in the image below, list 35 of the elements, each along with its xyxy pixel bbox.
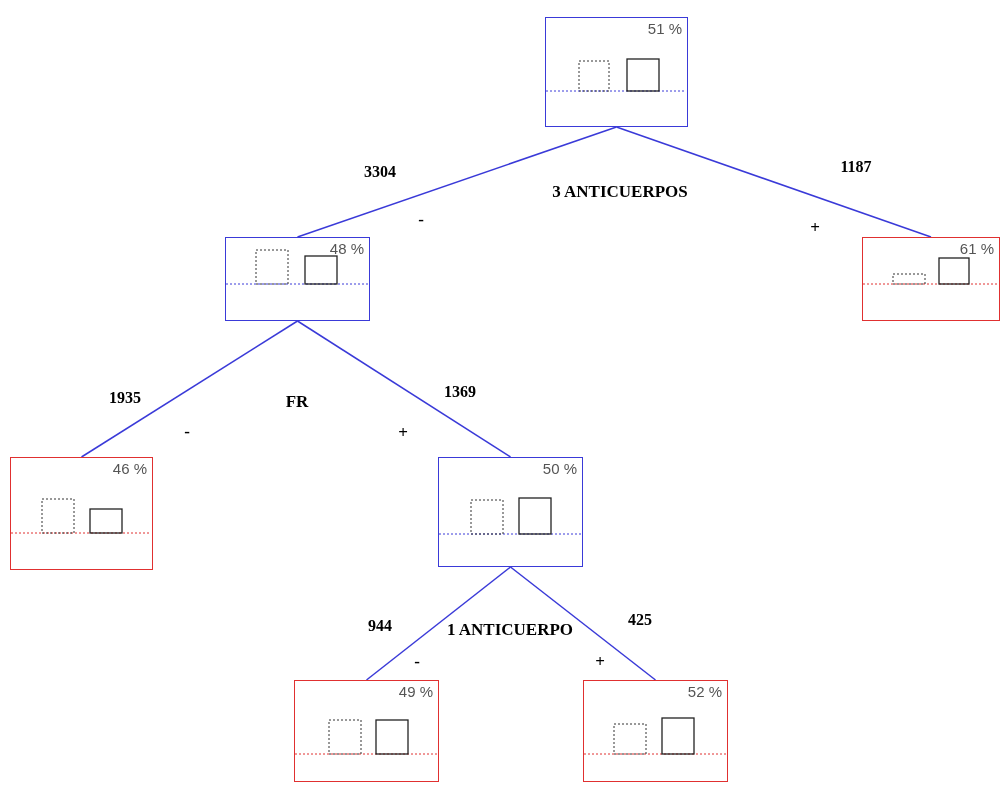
tree-branch-line: [296, 126, 618, 238]
percentage-text: 48 %: [329, 241, 364, 256]
percentage-text: 52 %: [687, 684, 722, 699]
leaf-node-box: [862, 237, 1000, 321]
split-node-box: [225, 237, 370, 321]
split-label: +: [397, 421, 409, 444]
edge-label: 1369: [444, 382, 476, 402]
percentage-text: 50 %: [542, 461, 577, 476]
tree-branch-line: [365, 566, 512, 681]
tree-branch-line: [615, 126, 932, 238]
leaf-node-box: [583, 680, 728, 782]
edge-label: 1935: [109, 388, 141, 408]
percentage-text: 51 %: [647, 21, 682, 36]
split-label: -: [417, 208, 425, 231]
split-label: FR: [284, 390, 310, 413]
edge-label: 3304: [364, 162, 396, 182]
edge-label: 1187: [840, 157, 872, 177]
split-label: -: [413, 650, 421, 673]
split-label: +: [594, 650, 606, 673]
tree-branch-line: [509, 566, 657, 681]
split-label: 1 ANTICUERPO: [445, 618, 575, 641]
leaf-node-box: [294, 680, 439, 782]
leaf-node-box: [10, 457, 153, 570]
split-label: -: [183, 420, 191, 443]
percentage-text: 46 %: [112, 461, 147, 476]
tree-branch-line: [80, 320, 299, 458]
edge-label: 425: [628, 610, 652, 630]
percentage-text: 49 %: [398, 684, 433, 699]
split-node-box: [545, 17, 688, 127]
split-node-box: [438, 457, 583, 567]
split-label: +: [809, 216, 821, 239]
edge-label: 944: [368, 616, 392, 636]
tree-branch-line: [296, 320, 512, 458]
split-label: 3 ANTICUERPOS: [551, 180, 689, 203]
percentage-text: 61 %: [959, 241, 994, 256]
